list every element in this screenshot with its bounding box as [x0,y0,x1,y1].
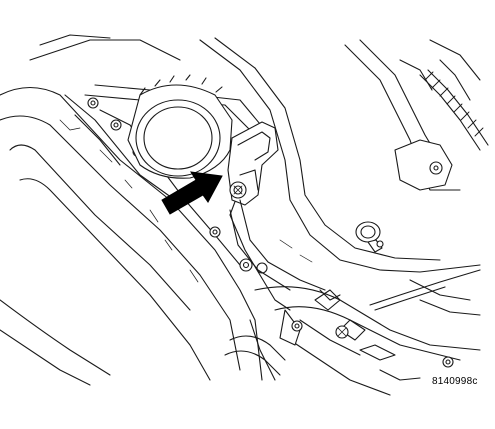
threaded-rod [419,69,489,151]
target-bolt [229,181,247,199]
detail-hatching [59,119,313,283]
hose-assembly [224,289,341,376]
flange-bolts [87,97,268,274]
transmission-housing [249,286,481,396]
frame-rail [199,37,481,316]
housing-bolt [335,325,454,368]
callout-arrow [161,171,223,215]
engine-block [0,34,263,386]
figure-code: 8140998c [432,376,478,387]
subframe-bracket [344,39,481,191]
cable-line [369,269,481,311]
oil-filter [127,74,233,179]
frame-bolt [355,221,384,253]
